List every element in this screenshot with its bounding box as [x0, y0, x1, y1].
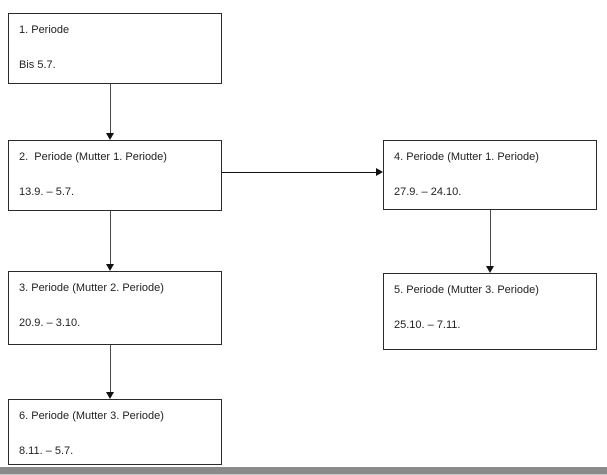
box-date-range: 27.9. – 24.10. [394, 186, 462, 198]
box-date-range: 8.11. – 5.7. [19, 445, 74, 457]
down-arrow-box2-to-box3 [106, 211, 114, 271]
box-date-range: Bis 5.7. [19, 59, 56, 71]
flow-box-periode-4: 4. Periode (Mutter 1. Periode) 27.9. – 2… [383, 140, 597, 210]
box-title: 4. Periode (Mutter 1. Periode) [394, 151, 539, 163]
flow-box-periode-2: 2. Periode (Mutter 1. Periode) 13.9. – 5… [8, 140, 222, 211]
down-arrow-box3-to-box6 [106, 345, 114, 399]
down-arrow-box4-to-box5 [486, 210, 494, 273]
flow-box-periode-3: 3. Periode (Mutter 2. Periode) 20.9. – 3… [8, 271, 222, 345]
box-title: 5. Periode (Mutter 3. Periode) [394, 284, 539, 296]
box-date-range: 20.9. – 3.10. [19, 317, 81, 329]
down-arrow-box1-to-box2 [106, 84, 114, 140]
box-title: 3. Periode (Mutter 2. Periode) [19, 282, 164, 294]
box-date-range: 13.9. – 5.7. [19, 186, 75, 198]
flow-box-periode-6: 6. Periode (Mutter 3. Periode) 8.11. – 5… [8, 399, 222, 465]
box-date-range: 25.10. – 7.11. [394, 319, 461, 331]
box-title: 6. Periode (Mutter 3. Periode) [19, 410, 164, 422]
flow-box-periode-5: 5. Periode (Mutter 3. Periode) 25.10. – … [383, 273, 597, 350]
right-arrow-box2-to-box4 [222, 168, 383, 176]
flow-box-periode-1: 1. Periode Bis 5.7. [8, 13, 222, 84]
box-title: 1. Periode [19, 24, 70, 36]
window-bottom-edge-bar [0, 466, 607, 475]
box-title: 2. Periode (Mutter 1. Periode) [19, 151, 167, 163]
